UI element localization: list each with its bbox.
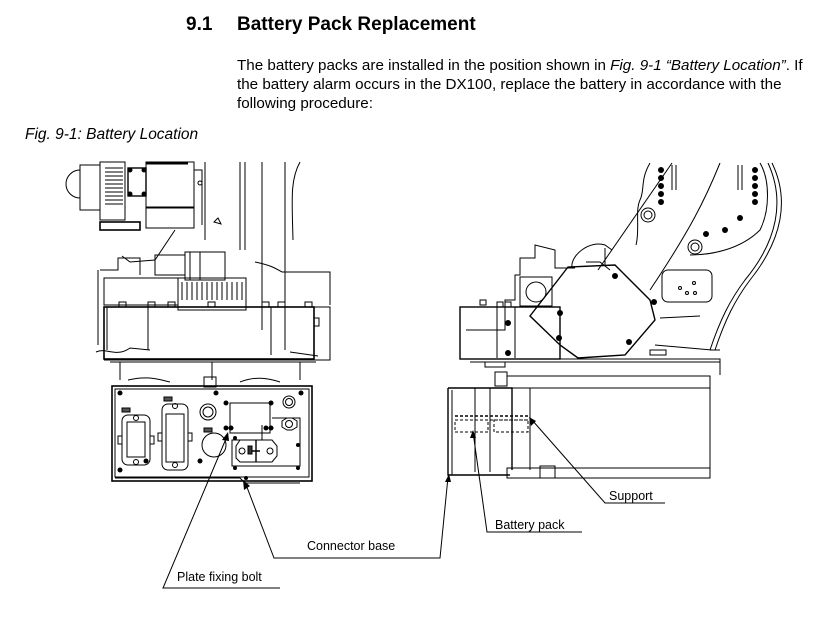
connector-base-leader (244, 476, 449, 559)
label-plate-fixing-bolt: Plate fixing bolt (177, 570, 262, 584)
figure-reference-link[interactable]: Fig. 9-1 “Battery Location” (610, 57, 786, 74)
arrowheads (222, 417, 536, 490)
section-number: 9.1 (186, 14, 213, 35)
battery-pack-leader (472, 431, 582, 533)
fixing-bolts (117, 390, 304, 480)
robot-rear-view (65, 161, 331, 484)
label-battery-pack: Battery pack (495, 518, 565, 532)
figure-caption: Fig. 9-1: Battery Location (25, 126, 199, 143)
battery-pack-hidden-outline (454, 415, 529, 433)
label-connector-base: Connector base (307, 539, 396, 553)
paragraph-text-1: The battery packs are installed in the p… (237, 57, 611, 74)
paragraph-text-2: . If the battery alarm occurs in the DX1… (237, 57, 803, 112)
motor-drawing (65, 161, 203, 231)
section-title: Battery Pack Replacement (237, 14, 476, 35)
plate-fixing-bolt-leader (162, 433, 280, 589)
robot-side-view (447, 162, 782, 479)
body-paragraph: The battery packs are installed in the p… (237, 56, 817, 113)
support-leader (531, 419, 665, 504)
label-support: Support (609, 489, 653, 503)
leader-lines (162, 417, 665, 589)
connector-base-panel (111, 385, 313, 484)
